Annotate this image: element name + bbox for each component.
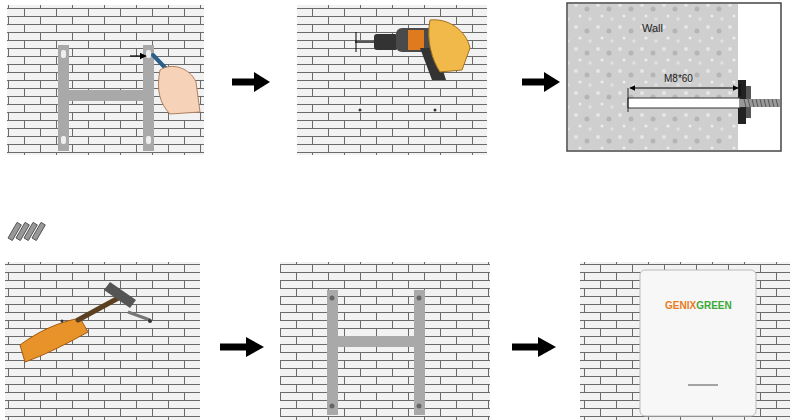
anchor-icons [8, 222, 45, 240]
dimension: M8*60 [664, 73, 693, 84]
panel-bracket [280, 262, 490, 420]
panel-section [567, 3, 781, 151]
logo-text: GREEN [696, 300, 732, 311]
panel-hammer [5, 262, 200, 420]
panel-inverter [580, 262, 790, 420]
wall-label: Wall [642, 22, 663, 34]
logo-text: GENIX [665, 300, 696, 311]
panel-drill [297, 5, 487, 155]
panel-mark [7, 5, 204, 155]
logo: GENIXGREEN [665, 300, 732, 311]
